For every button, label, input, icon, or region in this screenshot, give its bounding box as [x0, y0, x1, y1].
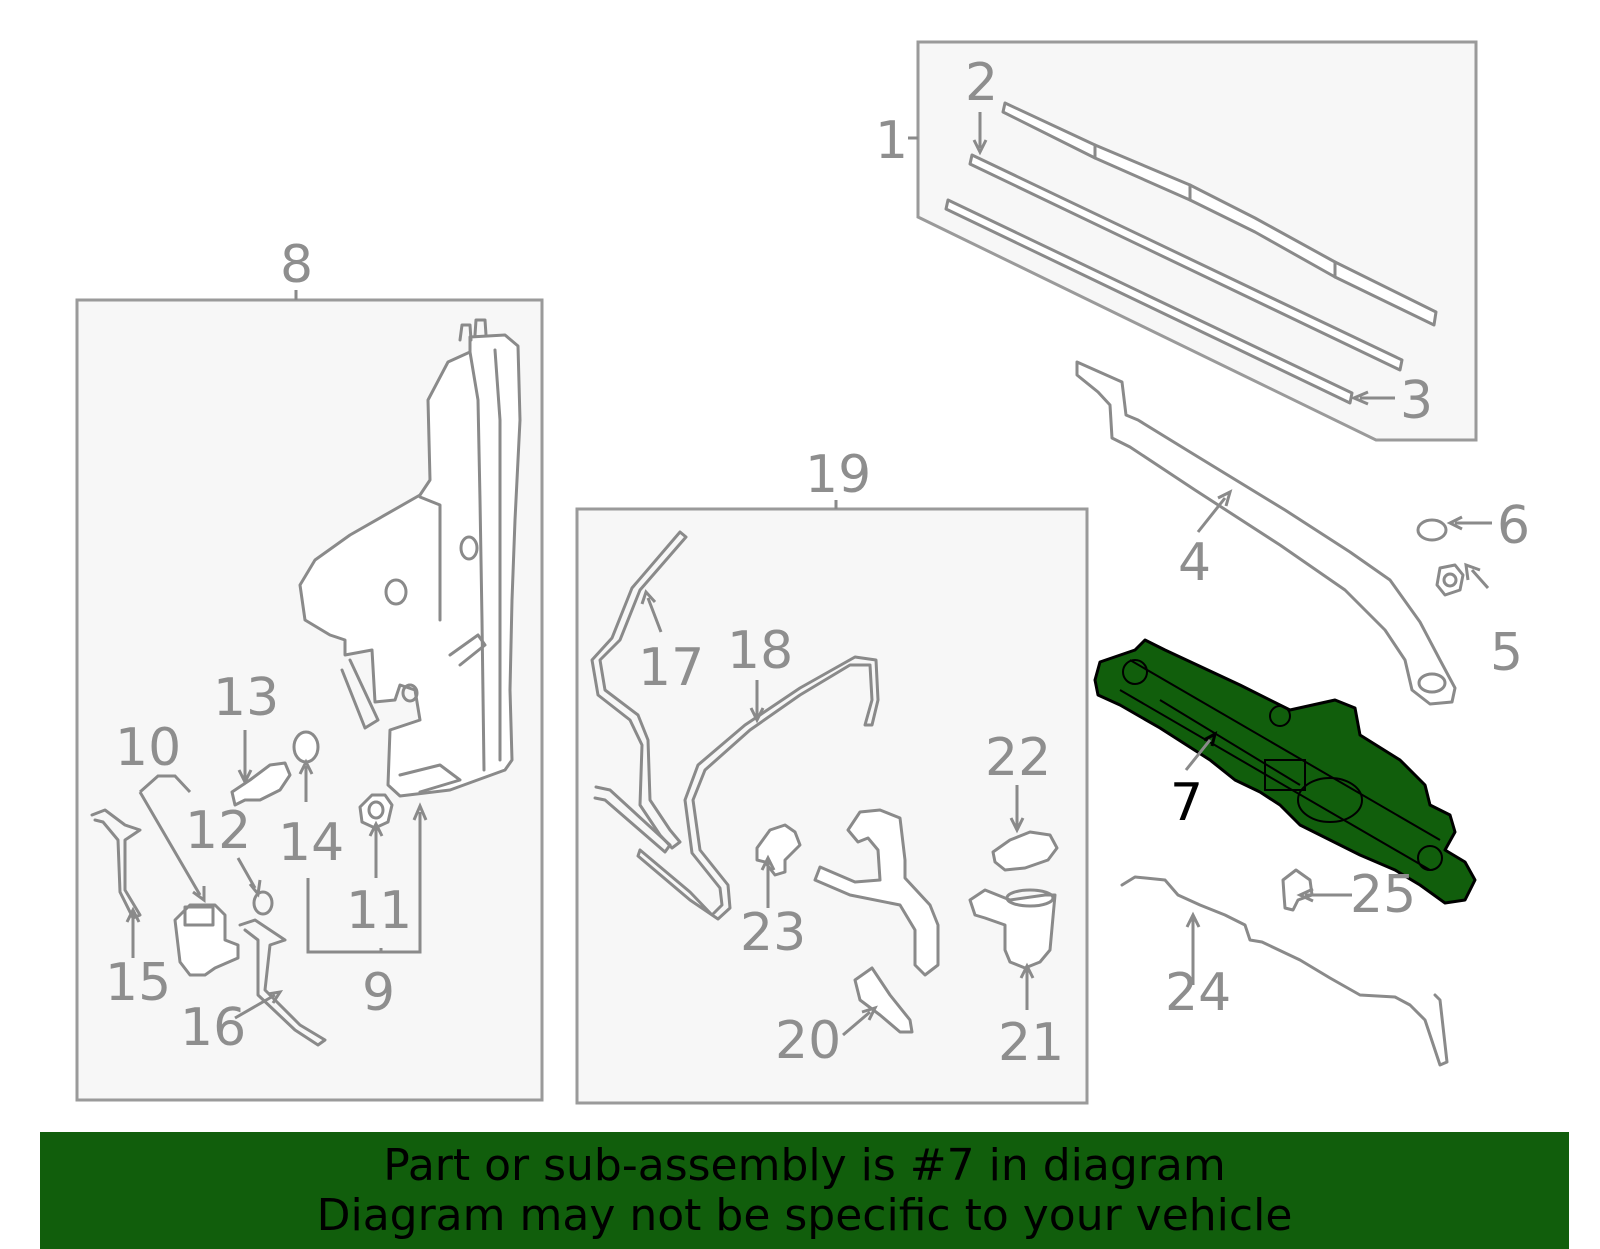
callout-23: 23 [740, 903, 806, 963]
washer-hose-17 [590, 530, 688, 850]
level-sensor [230, 761, 292, 807]
callout-10: 10 [115, 718, 181, 778]
wiper-linkage-highlighted [1093, 638, 1477, 905]
callout-15: 15 [105, 953, 171, 1013]
callout-9: 9 [362, 963, 395, 1023]
callout-6: 6 [1497, 496, 1530, 556]
washer-hose-18 [636, 655, 880, 921]
hose-clip [1281, 868, 1314, 912]
wiper-blade-insert [968, 153, 1404, 372]
reservoir-cap [991, 830, 1059, 872]
callout-16: 16 [180, 998, 246, 1058]
wiper-arm [1075, 360, 1457, 706]
arm-cap [1416, 518, 1448, 542]
leader-lines [125, 112, 1492, 1037]
callout-2: 2 [965, 53, 998, 113]
callout-22: 22 [985, 728, 1051, 788]
wiper-blade-group-box [916, 40, 1478, 442]
washer-reservoir [298, 318, 522, 798]
callout-7: 7 [1170, 773, 1203, 833]
callout-1: 1 [875, 111, 908, 171]
washer-hose-15 [90, 808, 142, 920]
callout-13: 13 [213, 668, 279, 728]
callout-labels: 1 2 3 4 5 6 7 8 9 10 11 12 13 14 15 16 1… [105, 53, 1530, 1073]
callout-19: 19 [805, 445, 871, 505]
pump-grommet [358, 793, 394, 830]
callout-4: 4 [1178, 533, 1211, 593]
banner-line-1: Part or sub-assembly is #7 in diagram [383, 1139, 1226, 1191]
callout-14: 14 [278, 813, 344, 873]
wiper-blade [1001, 101, 1438, 327]
callout-18: 18 [727, 621, 793, 681]
notice-banner: Part or sub-assembly is #7 in diagram Di… [40, 1132, 1569, 1249]
washer-hose-24 [1120, 875, 1449, 1067]
callout-17: 17 [638, 638, 704, 698]
sensor-seal [292, 730, 320, 764]
callout-11: 11 [346, 881, 412, 941]
filler-tube [813, 808, 940, 977]
callout-24: 24 [1165, 963, 1231, 1023]
callout-21: 21 [998, 1013, 1064, 1073]
washer-hose-16 [238, 918, 327, 1047]
wiper-blade-refill [944, 198, 1354, 405]
callout-8: 8 [280, 235, 313, 295]
callout-12: 12 [185, 801, 251, 861]
filler-cap [853, 966, 914, 1034]
callout-25: 25 [1350, 865, 1416, 925]
callout-20: 20 [775, 1011, 841, 1071]
arm-nut [1435, 563, 1465, 597]
washer-pump [173, 903, 240, 977]
filler-neck [968, 888, 1057, 970]
callout-3: 3 [1400, 371, 1433, 431]
callout-5: 5 [1490, 623, 1523, 683]
banner-line-2: Diagram may not be specific to your vehi… [316, 1189, 1293, 1241]
o-ring-12 [252, 890, 274, 916]
washer-hose-group-box [575, 507, 1089, 1105]
